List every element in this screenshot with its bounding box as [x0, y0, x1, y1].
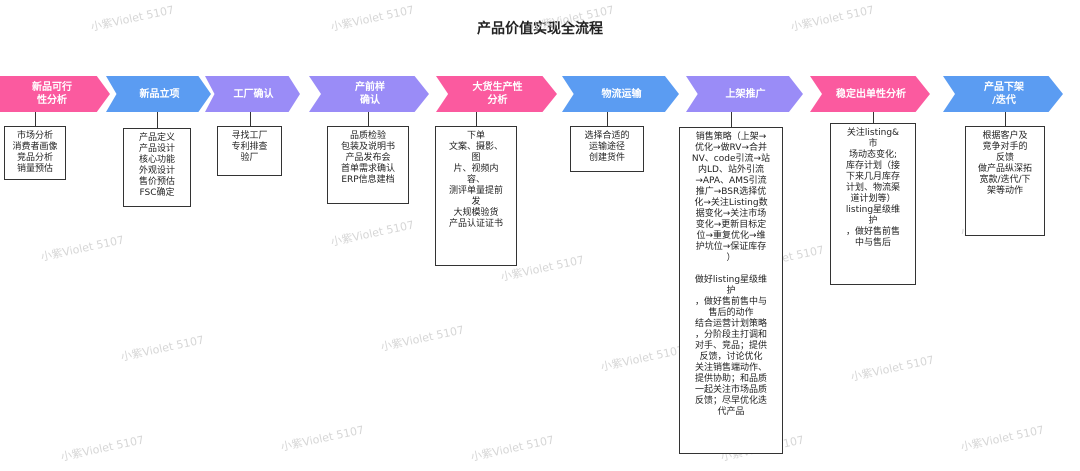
watermark-text: 小紫Violet 5107	[279, 423, 366, 454]
page-title: 产品价值实现全流程	[477, 21, 603, 37]
stage-connector-5	[476, 112, 477, 126]
watermark-text: 小紫Violet 5107	[329, 218, 416, 249]
stage-detail-box-3: 寻找工厂 专利排查 验厂	[217, 126, 282, 176]
stage-detail-box-6: 选择合适的 运输途径 创建货件	[570, 126, 644, 172]
stage-connector-3	[250, 112, 251, 126]
watermark-text: 小紫Violet 5107	[39, 233, 126, 264]
stage-connector-8	[873, 112, 874, 123]
stage-detail-box-4: 品质检验 包装及说明书 产品发布会 首单需求确认 ERP信息建档	[327, 126, 409, 204]
stage-arrow-7: 上架推广	[686, 76, 803, 112]
watermark-text: 小紫Violet 5107	[849, 353, 936, 384]
stage-arrow-9: 产品下架 /迭代	[943, 76, 1063, 112]
stage-arrow-4: 产前样 确认	[309, 76, 429, 112]
stage-connector-2	[157, 112, 158, 128]
stage-detail-box-1: 市场分析 消费者画像 竞品分析 销量预估	[4, 126, 66, 180]
stage-arrow-3: 工厂确认	[205, 76, 300, 112]
stage-arrow-1: 新品可行 性分析	[0, 76, 110, 112]
stage-arrow-2: 新品立项	[106, 76, 211, 112]
watermark-text: 小紫Violet 5107	[379, 323, 466, 354]
stage-connector-6	[607, 112, 608, 126]
watermark-text: 小紫Violet 5107	[469, 433, 556, 464]
stage-detail-box-9: 根据客户及 竞争对手的 反馈 做产品纵深拓 宽款/迭代/下 架等动作	[965, 126, 1045, 236]
watermark-text: 小紫Violet 5107	[119, 333, 206, 364]
stage-arrow-5: 大货生产性 分析	[436, 76, 557, 112]
stage-detail-box-7: 销售策略（上架→ 优化→做RV→合并 NV、code引流→站 内LD、站外引流 …	[679, 127, 783, 454]
stage-arrow-8: 稳定出单性分析	[810, 76, 930, 112]
stage-connector-9	[1005, 112, 1006, 126]
stage-detail-box-8: 关注listing& 市 场动态变化; 库存计划（接 下来几月库存 计划、物流渠…	[830, 123, 916, 285]
watermark-text: 小紫Violet 5107	[59, 433, 146, 464]
stage-arrow-6: 物流运输	[562, 76, 679, 112]
stage-connector-7	[731, 112, 732, 127]
watermark-text: 小紫Violet 5107	[959, 423, 1046, 454]
stage-connector-1	[35, 112, 36, 126]
stage-detail-box-5: 下单 文案、摄影、 图 片、视频内 容、 测评单量提前 发 大规模验货 产品认证…	[435, 126, 517, 266]
stage-detail-box-2: 产品定义 产品设计 核心功能 外观设计 售价预估 FSC确定	[123, 128, 191, 207]
watermark-text: 小紫Violet 5107	[599, 343, 686, 374]
stage-connector-4	[368, 112, 369, 126]
